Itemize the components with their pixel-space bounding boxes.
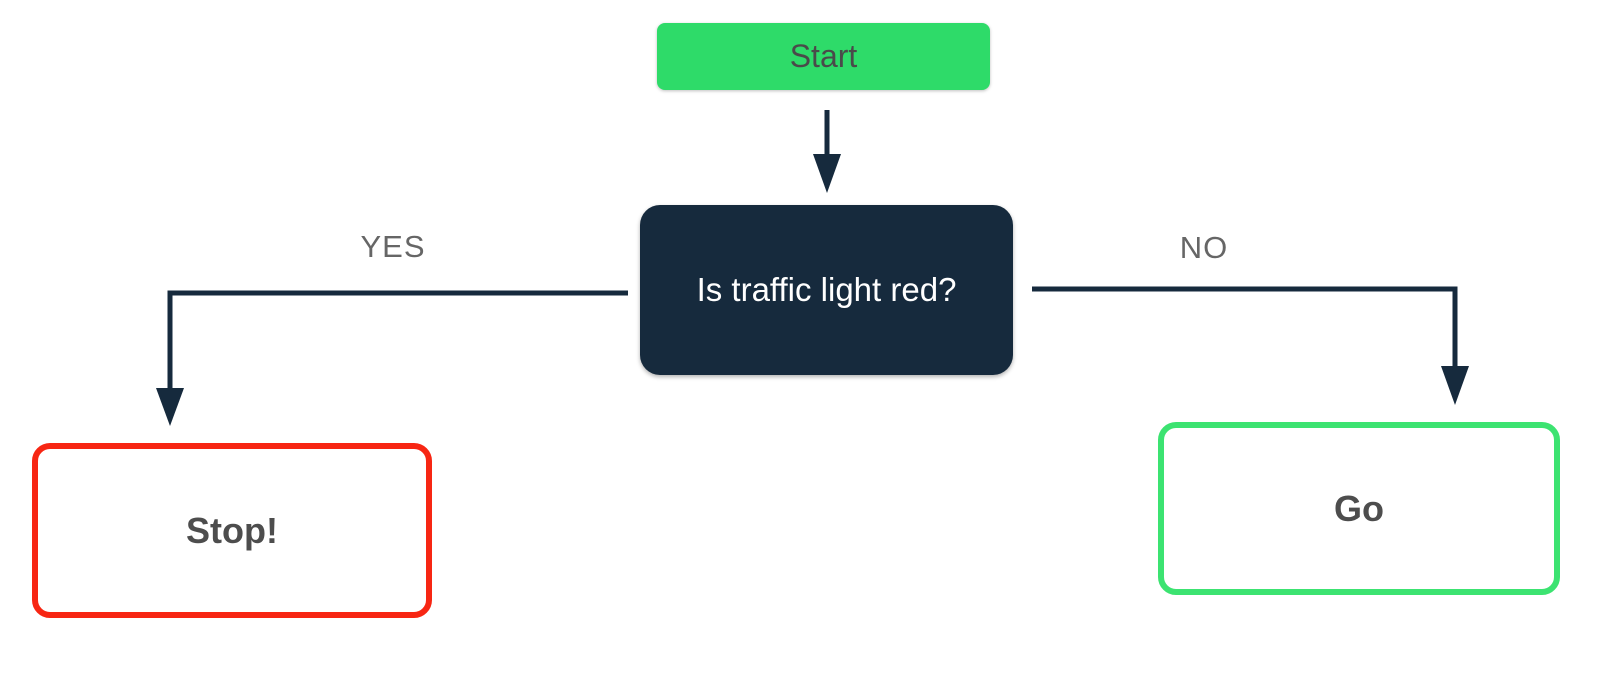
start-node: Start <box>657 23 990 90</box>
go-node-label: Go <box>1334 487 1384 529</box>
stop-node-label: Stop! <box>186 509 278 551</box>
arrowhead-down-icon <box>813 154 841 193</box>
arrowhead-down-icon <box>1441 366 1469 405</box>
decision-node-label: Is traffic light red? <box>696 271 957 308</box>
stop-node: Stop! <box>32 443 432 618</box>
no-branch-label: NO <box>1179 230 1229 265</box>
yes-branch-label: YES <box>360 229 426 264</box>
arrowhead-down-icon <box>156 388 184 426</box>
edge-decision-to-stop <box>167 290 628 390</box>
start-node-label: Start <box>789 38 858 74</box>
go-node: Go <box>1158 422 1560 595</box>
decision-node: Is traffic light red? <box>640 205 1013 375</box>
edge-decision-to-go <box>1032 286 1458 368</box>
